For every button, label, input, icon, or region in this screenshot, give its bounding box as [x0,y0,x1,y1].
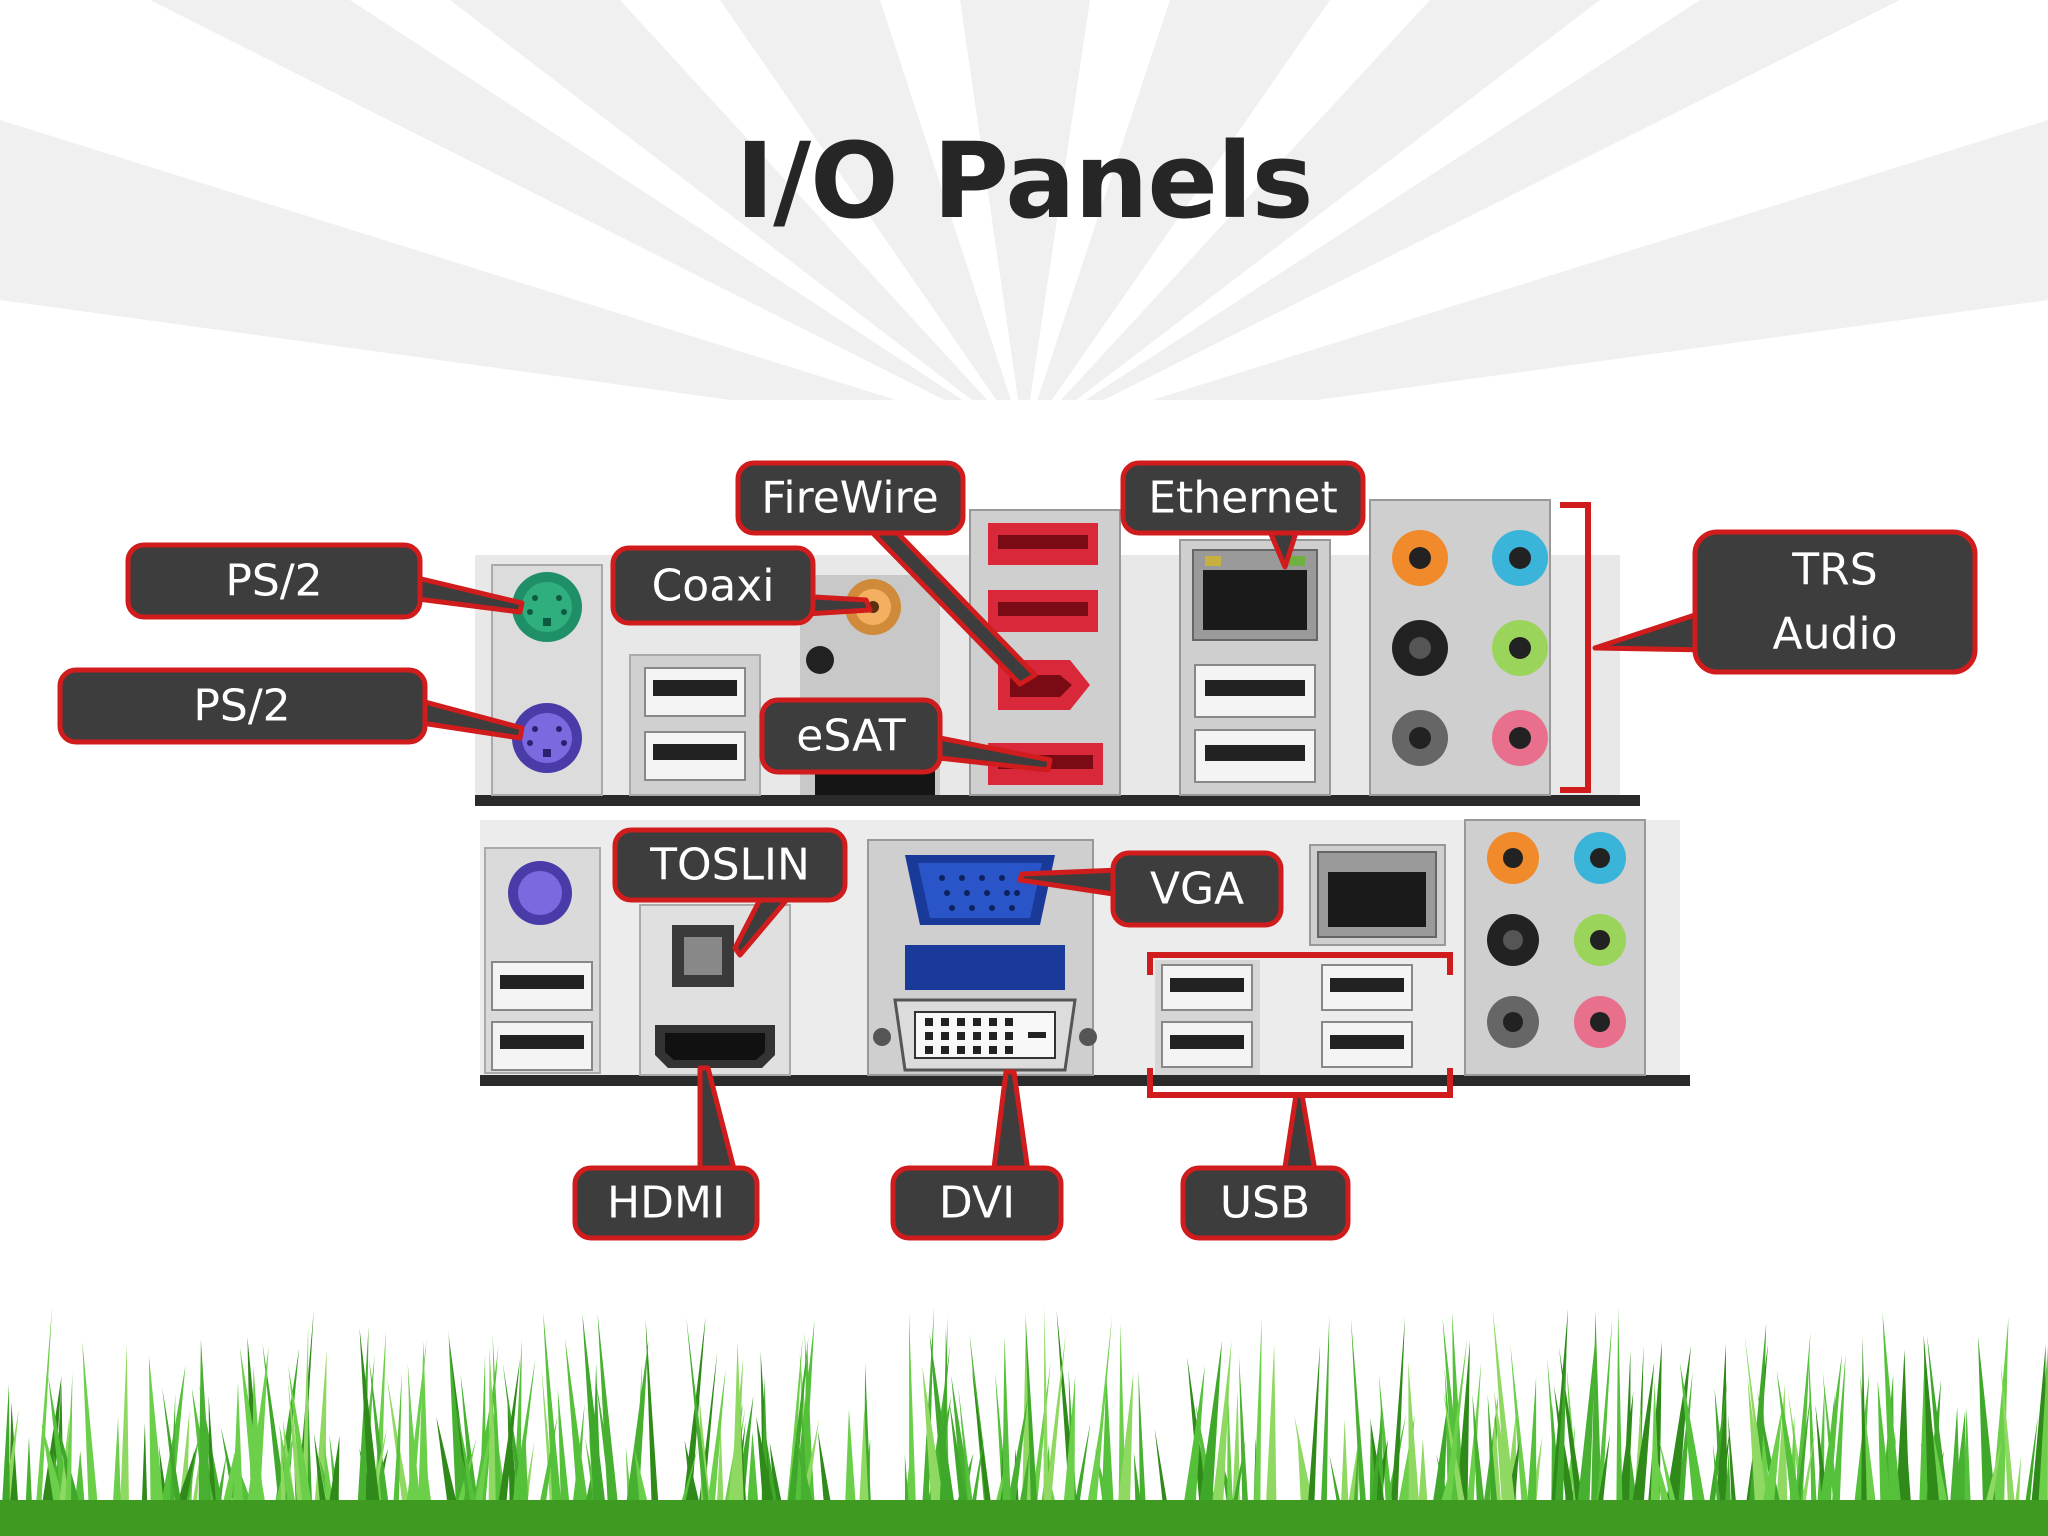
label-text: PS/2 [193,681,290,732]
label-toslin: TOSLIN [612,827,848,903]
label-text: PS/2 [225,556,322,607]
label-text-line2: Audio [1772,609,1897,660]
dvi-port-icon [873,998,1097,1072]
label-trs-audio: TRS Audio [1692,529,1978,675]
lower-io-shield [480,819,1690,1086]
ps2-keyboard-port-icon [512,572,582,642]
ps2-mouse-port-icon [512,703,582,773]
hdmi-port-icon [655,1025,775,1068]
label-text: FireWire [761,473,938,524]
label-text: Coaxi [652,561,775,612]
label-ps2-top: PS/2 [125,542,423,620]
label-text-line1: TRS [1791,545,1877,596]
usb-ports-icon [1161,964,1413,1068]
label-coaxi: Coaxi [610,545,816,626]
label-text: USB [1220,1178,1310,1229]
ethernet-port-icon [1192,549,1318,641]
audio-jacks-icon [1392,530,1548,766]
label-text: VGA [1150,864,1244,915]
label-text: DVI [939,1178,1015,1229]
label-vga: VGA [1110,850,1284,928]
label-text: HDMI [607,1178,725,1229]
label-firewire: FireWire [735,460,966,536]
esata-port-icon [988,523,1098,632]
label-hdmi: HDMI [572,1165,760,1241]
label-usb: USB [1180,1165,1351,1241]
trs-bracket [1560,502,1591,793]
background-rays [0,0,2048,440]
label-text: Ethernet [1148,473,1338,524]
label-dvi: DVI [890,1165,1064,1241]
label-text: eSAT [796,711,906,762]
label-ethernet: Ethernet [1120,460,1366,536]
toslink-port-icon [672,925,734,987]
slide-title: I/O Panels [735,120,1313,242]
label-text: TOSLIN [649,840,810,891]
label-ps2-bottom: PS/2 [57,667,428,745]
label-esat: eSAT [759,697,943,775]
usb-port-icon [644,667,746,781]
